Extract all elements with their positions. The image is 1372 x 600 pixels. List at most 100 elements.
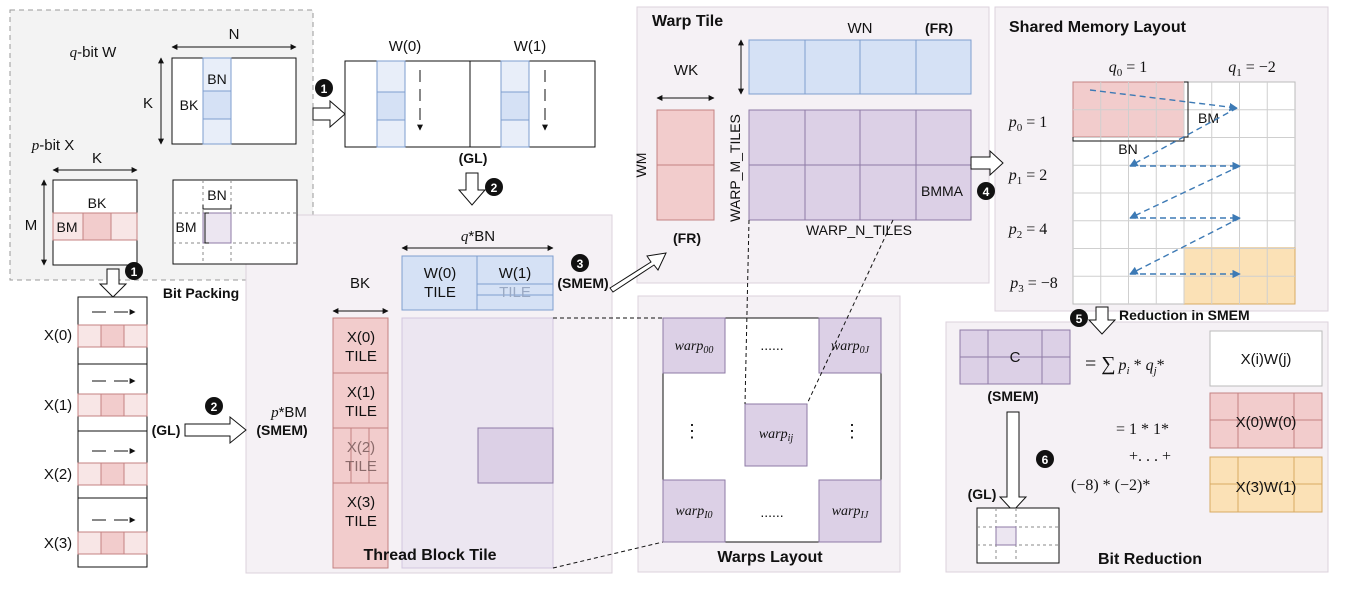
x-gl-label: (GL) bbox=[152, 422, 181, 438]
q-symbol: q bbox=[70, 45, 78, 61]
svg-text:q0 = 1: q0 = 1 bbox=[1109, 59, 1148, 79]
svg-text:p*BM: p*BM bbox=[270, 404, 307, 421]
eq-line4: (−8) * (−2)* bbox=[1071, 477, 1150, 494]
step3-badge bbox=[571, 254, 589, 272]
warp-00-box bbox=[662, 317, 726, 374]
x-bk-block bbox=[82, 212, 112, 241]
step2-badge-top bbox=[485, 178, 503, 196]
x0-tile-line2: TILE bbox=[345, 348, 377, 365]
x1-label: X(1) bbox=[44, 397, 72, 414]
smem-zigzag bbox=[1089, 89, 1241, 279]
warp-IJ-sub: IJ bbox=[860, 510, 869, 521]
c-label: C bbox=[1010, 349, 1021, 366]
step3-arrow bbox=[609, 252, 667, 293]
x0-block bbox=[100, 324, 125, 348]
p2-val: = 4 bbox=[1022, 221, 1047, 238]
bit-reduction-group: C (SMEM) = ∑pi * qj* X(i)W(j) = 1 * 1* +… bbox=[959, 329, 1323, 564]
step5-label: Reduction in SMEM bbox=[1119, 307, 1250, 323]
q1-sub: 1 bbox=[1236, 67, 1242, 79]
p1-sub: 1 bbox=[1017, 175, 1023, 187]
x3-block bbox=[100, 531, 125, 555]
proj-line-bottom bbox=[552, 541, 664, 569]
wn-label: WN bbox=[848, 20, 873, 37]
svg-text:warpI0: warpI0 bbox=[675, 504, 712, 521]
dots-top: ...... bbox=[760, 337, 783, 353]
m-label: M bbox=[25, 217, 38, 234]
dots-bottom: ...... bbox=[760, 504, 783, 520]
smem-gridlines bbox=[1073, 82, 1295, 304]
qbn-label: *BN bbox=[468, 228, 495, 245]
x3-tile-line1: X(3) bbox=[347, 494, 375, 511]
eq-star: * bbox=[1157, 357, 1165, 374]
p1-sym: p bbox=[1008, 167, 1017, 184]
bit-packing-caption: Bit Packing bbox=[163, 285, 239, 301]
x-bm-label: BM bbox=[57, 219, 78, 235]
x0w0-label: X(0)W(0) bbox=[1236, 414, 1297, 431]
c-global-block bbox=[995, 526, 1017, 546]
x2-tile-line2: TILE bbox=[345, 458, 377, 475]
q-bit-w-label: -bit W bbox=[77, 44, 117, 61]
p3-sub: 3 bbox=[1018, 283, 1024, 295]
wk-label: WK bbox=[674, 62, 698, 79]
warp-proj-1 bbox=[744, 219, 750, 405]
thread-block-caption: Thread Block Tile bbox=[363, 547, 496, 564]
step2-badge-left bbox=[205, 397, 223, 415]
step4-badge bbox=[977, 182, 995, 200]
w-matrix bbox=[171, 57, 297, 145]
w1-tile-line1: W(1) bbox=[499, 265, 532, 282]
svg-text:p2 = 4: p2 = 4 bbox=[1008, 221, 1048, 241]
c-bm-bracket bbox=[204, 212, 209, 244]
warp-tile-title: Warp Tile bbox=[652, 13, 723, 30]
svg-text:warpIJ: warpIJ bbox=[832, 504, 869, 521]
bmma-label: BMMA bbox=[921, 183, 964, 199]
warp-n-tiles-label: WARP_N_TILES bbox=[806, 222, 912, 238]
w-global-group: W(0) W(1) (GL) bbox=[344, 38, 596, 166]
c-bm-label: BM bbox=[176, 219, 197, 235]
svg-text:q1 = −2: q1 = −2 bbox=[1228, 59, 1276, 79]
x2-tile-line1: X(2) bbox=[347, 439, 375, 456]
smem-top-label: (SMEM) bbox=[557, 275, 608, 291]
shared-memory-title: Shared Memory Layout bbox=[1009, 19, 1187, 36]
step2-arrow-down bbox=[457, 172, 487, 206]
c-bn-bracket bbox=[202, 205, 232, 210]
w1-label: W(1) bbox=[514, 38, 547, 55]
step2-badge-left-label: 2 bbox=[211, 400, 218, 414]
smem-left-label: (SMEM) bbox=[256, 422, 307, 438]
svg-text:p3 = −8: p3 = −8 bbox=[1009, 275, 1058, 295]
step2-badge-top-label: 2 bbox=[491, 181, 498, 195]
p0-sym: p bbox=[1008, 114, 1017, 131]
c-block bbox=[202, 212, 232, 244]
q1-val: = −2 bbox=[1242, 59, 1276, 76]
q0-sub: 0 bbox=[1117, 67, 1123, 79]
warp-m-tiles-label: WARP_M_TILES bbox=[727, 114, 743, 222]
step1-arrow-right bbox=[312, 99, 346, 129]
p2-sub: 2 bbox=[1017, 229, 1023, 241]
smem-bn-label: BN bbox=[1118, 141, 1137, 157]
xw-box bbox=[1209, 330, 1323, 387]
c-matrix bbox=[172, 179, 298, 265]
bk-label: BK bbox=[350, 275, 370, 292]
p0-val: = 1 bbox=[1022, 114, 1047, 131]
q0-sym: q bbox=[1109, 59, 1117, 76]
x2-block bbox=[100, 462, 125, 486]
warp-ij-box bbox=[744, 403, 808, 467]
p-symbol: p bbox=[31, 138, 40, 154]
warp-ij-sub: ij bbox=[788, 433, 794, 444]
step1-badge-left-label: 1 bbox=[131, 265, 138, 279]
warp-0J-box bbox=[818, 317, 882, 374]
x1-tile-line2: TILE bbox=[345, 403, 377, 420]
fr-top-label: (FR) bbox=[925, 20, 953, 36]
c-bn-label: BN bbox=[207, 187, 226, 203]
w0-label: W(0) bbox=[389, 38, 422, 55]
step5-badge-label: 5 bbox=[1076, 312, 1083, 326]
step1-badge-top bbox=[315, 79, 333, 97]
svg-text:warp0J: warp0J bbox=[831, 339, 870, 356]
xw-label: X(i)W(j) bbox=[1241, 351, 1292, 368]
p3-sym: p bbox=[1009, 275, 1018, 292]
dots-right: ⋮ bbox=[843, 421, 861, 441]
step4-arrow bbox=[970, 149, 1004, 177]
step6-badge bbox=[1036, 450, 1054, 468]
c-smem-label: (SMEM) bbox=[987, 388, 1038, 404]
dots-left: ⋮ bbox=[683, 421, 701, 441]
w1-tile-stripe bbox=[476, 283, 554, 296]
